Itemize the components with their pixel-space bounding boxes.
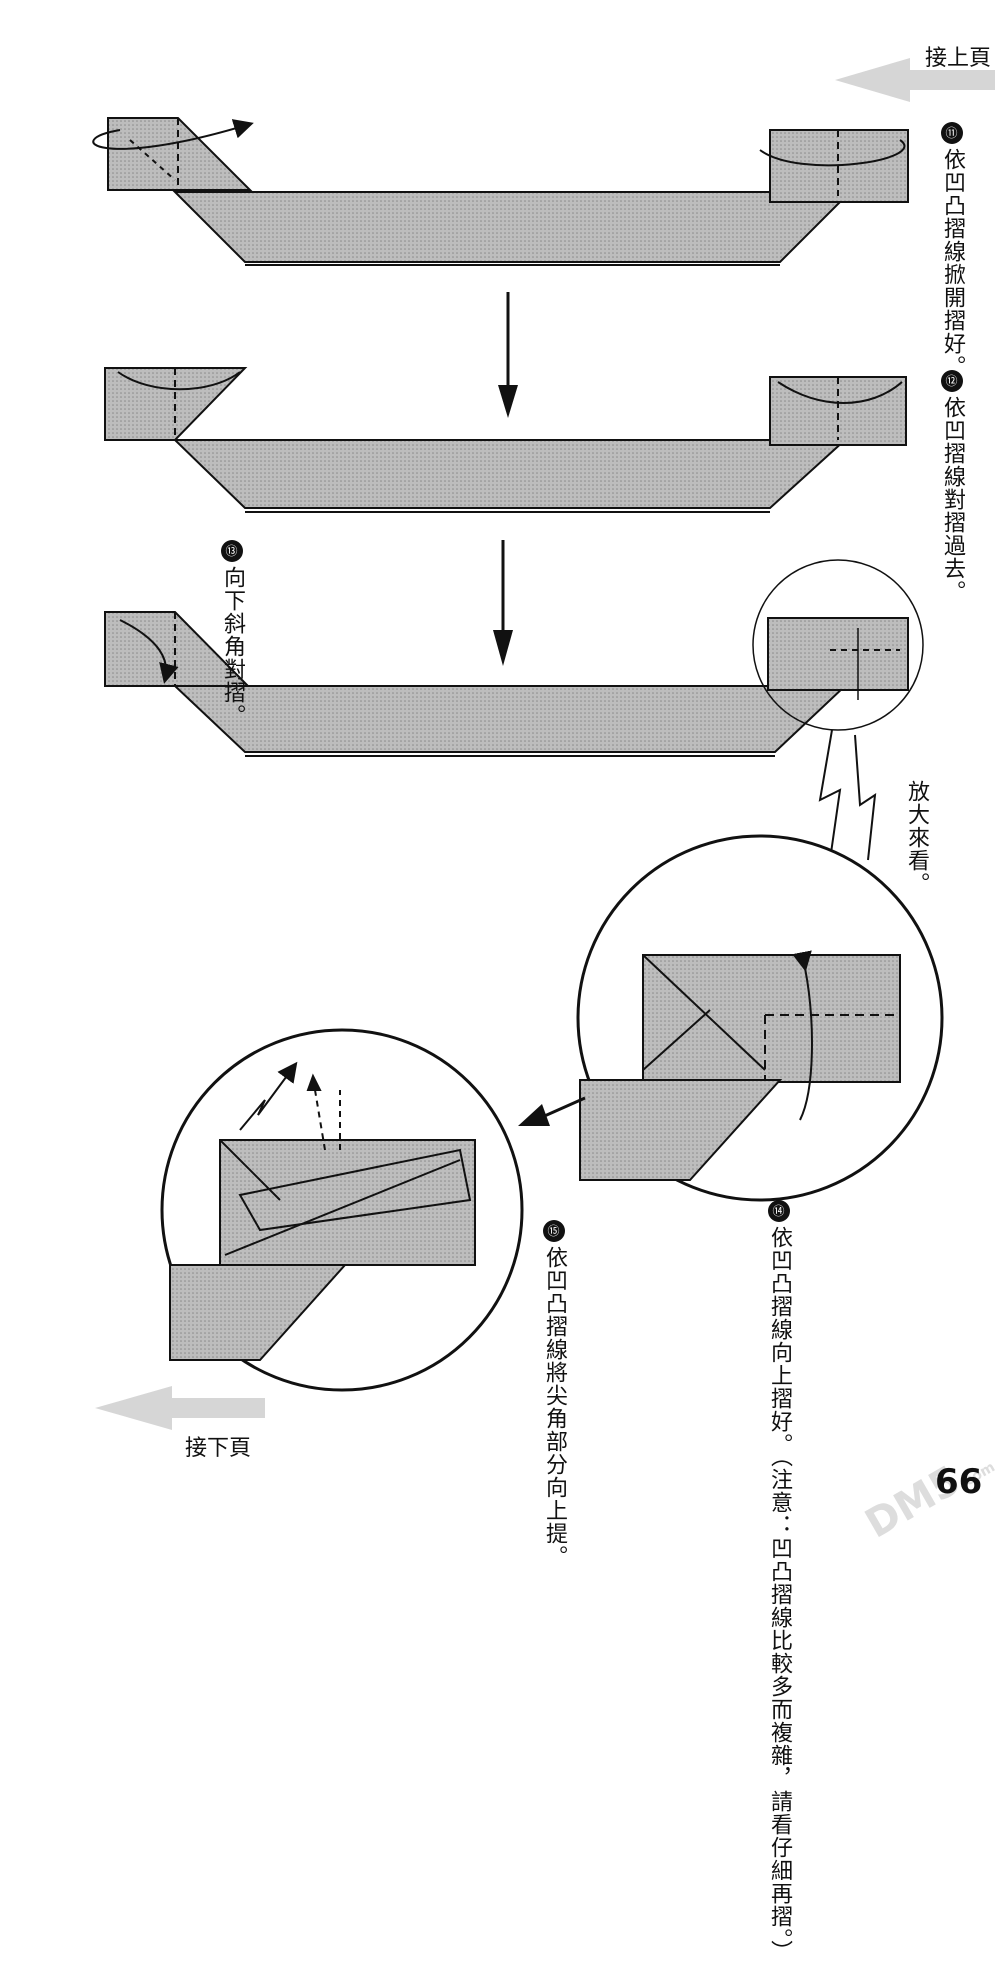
step-line: 請看仔細再摺。） bbox=[767, 1790, 792, 1963]
step-14-text: ⑭ 依凹凸摺線向上摺好。（注意：凹凸摺線比較多而複雜，請看仔細再摺。） bbox=[765, 1200, 793, 1963]
step-number: ⑫ bbox=[941, 370, 963, 392]
step-line: 比較多而複雜， bbox=[767, 1629, 792, 1790]
prev-page-arrow-icon bbox=[835, 58, 995, 102]
next-page-arrow-icon bbox=[95, 1386, 265, 1430]
step-number: ⑮ bbox=[543, 1220, 565, 1242]
step-13-text: ⑬ 向下斜角對摺。 bbox=[218, 540, 246, 727]
down-arrow-icon bbox=[493, 540, 513, 666]
step-line: 依凹凸摺線 bbox=[940, 148, 965, 263]
step-13-figure bbox=[104, 559, 924, 757]
origami-diagram bbox=[92, 58, 995, 1430]
zoom-callout-line bbox=[818, 729, 877, 861]
step-12-text: ⑫ 依凹摺線對摺過去。 bbox=[938, 370, 966, 603]
step-line: 對摺過去。 bbox=[940, 488, 965, 603]
step-line: 依凹凸摺線 bbox=[767, 1226, 792, 1341]
zoom-note: 放大來看。 bbox=[904, 780, 929, 895]
step-number: ⑭ bbox=[768, 1200, 790, 1222]
step-line: 向上摺好。 bbox=[767, 1341, 792, 1456]
step-11-figure bbox=[92, 117, 909, 266]
step-number: ⑪ bbox=[941, 122, 963, 144]
down-arrow-icon bbox=[498, 292, 518, 418]
step-line: （注意：凹凸摺線 bbox=[767, 1456, 792, 1629]
step-line: 對摺。 bbox=[220, 658, 245, 727]
step-11-text: ⑪ 依凹凸摺線掀開摺好。 bbox=[938, 122, 966, 378]
step-12-figure bbox=[104, 367, 907, 513]
step-line: 向下斜角 bbox=[220, 566, 245, 658]
prev-page-label: 接上頁 bbox=[925, 46, 992, 71]
page-number: 66 bbox=[935, 1462, 983, 1502]
next-page-label: 接下頁 bbox=[185, 1436, 252, 1461]
left-arrow-icon bbox=[518, 1096, 586, 1126]
step-line: 依凹摺線 bbox=[940, 396, 965, 488]
step-line: 將尖角部分向上提。 bbox=[542, 1361, 567, 1568]
step-line: 掀開摺好。 bbox=[940, 263, 965, 378]
step-line: 依凹凸摺線 bbox=[542, 1246, 567, 1361]
step-15-text: ⑮ 依凹凸摺線將尖角部分向上提。 bbox=[540, 1220, 568, 1568]
step-14-zoom-figure bbox=[576, 834, 944, 1202]
step-15-zoom-figure bbox=[160, 1028, 524, 1392]
step-number: ⑬ bbox=[221, 540, 243, 562]
